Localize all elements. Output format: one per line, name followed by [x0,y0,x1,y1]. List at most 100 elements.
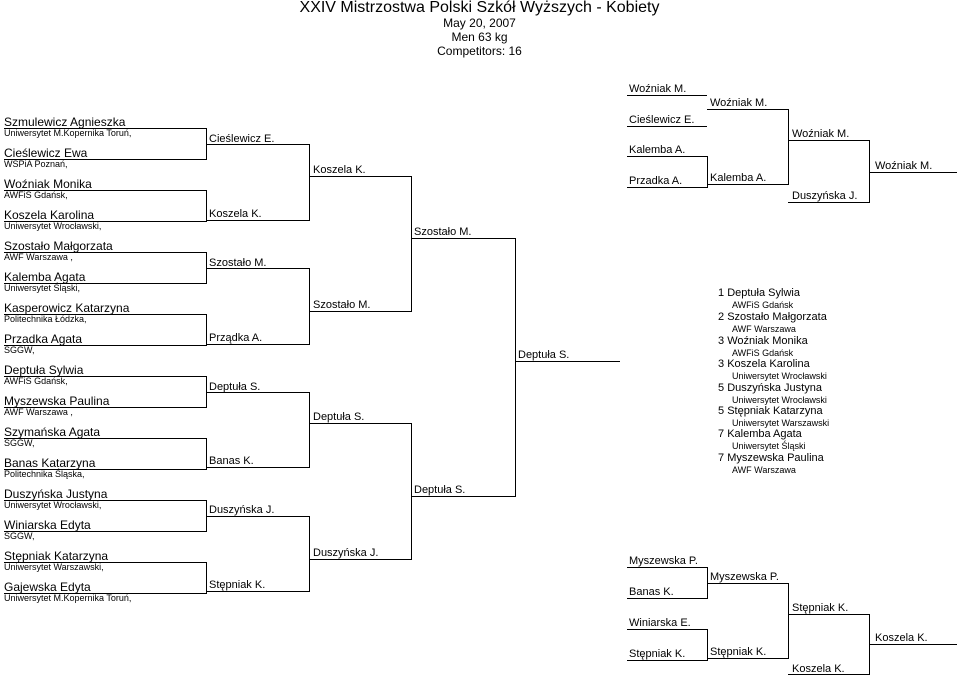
bracket-line [627,660,707,661]
bracket-line [206,268,309,269]
semifinal-winner: Deptuła S. [414,484,466,496]
result-club: Uniwersytet Śląski [732,441,806,451]
competitor-club: Politechnika Łódzka, [4,314,87,324]
bracket-line [4,376,206,377]
repechage-name: Woźniak M. [792,128,850,140]
competitor-name: Gajewska Edyta [4,580,91,594]
repechage-winner: Woźniak M. [875,160,933,172]
result-club: AWF Warszawa [732,324,796,334]
competitor-name: Woźniak Monika [4,177,92,191]
weight-category: Men 63 kg [451,30,508,44]
round2-winner: Deptuła S. [209,381,261,393]
bracket-line [309,268,310,345]
bracket-line [627,95,707,96]
competitor-club: Politechnika Śląska, [4,469,85,479]
competitor-club: SGGW, [4,531,35,541]
result-rank: 2 [718,311,725,323]
bracket-line [309,559,411,560]
result-rank: 5 [718,405,725,417]
bracket-line [309,423,411,424]
competitor-name: Koszela Karolina [4,208,95,222]
result-rank: 7 [718,452,725,464]
quarterfinal-winner: Deptuła S. [313,411,365,423]
competitor-name: Deptuła Sylwia [4,363,84,377]
bracket-line [309,311,411,312]
competitor-club: Uniwersytet Wrocławski, [4,500,102,510]
competitor-club: Uniwersytet Warszawski, [4,562,104,572]
bracket-line [309,392,310,468]
result-name: Woźniak Monika [727,335,808,347]
result-name: Szostało Małgorzata [727,311,827,323]
competitor-name: Kalemba Agata [4,270,86,284]
result-rank: 7 [718,428,725,440]
repechage-name: Woźniak M. [710,97,768,109]
quarterfinal-winner: Duszyńska J. [313,547,379,559]
competitor-club: AWFiS Gdańsk, [4,190,68,200]
bracket-line [788,140,869,141]
competitor-club: Uniwersytet M.Kopernika Toruń, [4,128,132,138]
repechage-name: Stępniak K. [710,646,767,658]
bracket-line [627,187,707,188]
bracket-line [4,469,206,470]
final-winner: Deptuła S. [518,349,570,361]
bracket-line [309,176,411,177]
bracket-line [206,467,309,468]
result-entry: 5 Stępniak Katarzyna [718,405,823,417]
repechage-name: Woźniak M. [629,83,687,95]
competitor-club: SGGW, [4,345,35,355]
result-entry: 3 Koszela Karolina [718,358,810,370]
quarterfinal-winner: Koszela K. [313,164,366,176]
competitor-club: AWF Warszawa , [4,407,73,417]
competitor-name: Winiarska Edyta [4,518,91,532]
bracket-line [206,314,207,346]
result-name: Stępniak Katarzyna [727,405,823,417]
bracket-line [4,562,206,563]
repechage-name: Kalemba A. [629,144,686,156]
result-rank: 3 [718,335,725,347]
round2-winner: Prządka A. [209,332,263,344]
bracket-line [627,598,707,599]
competitor-name: Szostało Małgorzata [4,239,113,253]
result-name: Myszewska Paulina [727,452,824,464]
repechage-winner: Koszela K. [875,632,928,644]
semifinal-winner: Szostało M. [414,226,472,238]
result-name: Kalemba Agata [727,428,802,440]
result-club: AWFiS Gdańsk [732,348,794,358]
competitor-name: Szymańska Agata [4,425,101,439]
bracket-line [707,583,788,584]
result-club: Uniwersytet Warszawski [732,418,830,428]
bracket-line [4,407,206,408]
result-name: Duszyńska Justyna [727,382,822,394]
round2-winner: Koszela K. [209,208,262,220]
bracket-line [707,629,708,661]
competitor-name: Szmulewicz Agnieszka [4,115,126,129]
bracket-line [627,156,707,157]
round2-winner: Banas K. [209,455,254,467]
competitor-club: SGGW, [4,438,35,448]
bracket-line [206,344,309,345]
bracket-line [707,109,788,110]
competitor-club: AWF Warszawa , [4,252,73,262]
bracket-line [869,172,957,173]
competitor-club: AWFiS Gdańsk, [4,376,68,386]
bracket-line [788,202,869,203]
bracket-line [4,500,206,501]
competitor-name: Stępniak Katarzyna [4,549,109,563]
bracket-line [206,438,207,470]
bracket-line [411,496,515,497]
bracket-line [206,562,207,594]
result-entry: 1 Deptuła Sylwia [718,287,800,299]
bracket-line [411,423,412,560]
repechage-name: Winiarska E. [629,617,691,629]
round2-winner: Duszyńska J. [209,504,275,516]
repechage-name: Stępniak K. [629,648,686,660]
result-name: Deptuła Sylwia [727,287,800,299]
repechage-name: Myszewska P. [629,555,698,567]
bracket-line [206,190,207,222]
bracket-line [4,221,206,222]
competitor-count: Competitors: 16 [437,44,522,58]
repechage-name: Kalemba A. [710,172,767,184]
round2-winner: Szostało M. [209,257,267,269]
quarterfinal-winner: Szostało M. [313,299,371,311]
repechage-name: Myszewska P. [710,571,779,583]
